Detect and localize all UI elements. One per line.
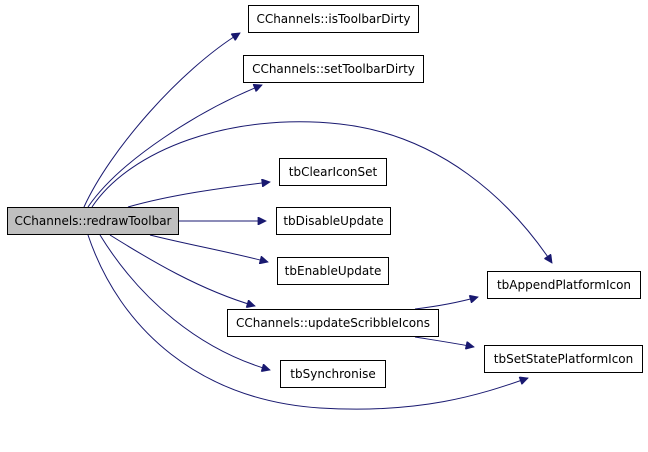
node-redraw-toolbar: CChannels::redrawToolbar xyxy=(7,207,179,235)
node-tb-disable-update[interactable]: tbDisableUpdate xyxy=(276,207,391,235)
edge-redrawToolbar-to-tbAppendPlatformIcon xyxy=(91,121,552,263)
edge-redrawToolbar-to-isToolbarDirty xyxy=(83,33,240,208)
edge-redrawToolbar-to-setToolbarDirty xyxy=(87,85,262,208)
node-set-toolbar-dirty[interactable]: CChannels::setToolbarDirty xyxy=(243,55,424,83)
edge-updateScribbleIcons-to-tbSetStatePlatformIcon xyxy=(414,336,474,347)
node-tb-synchronise[interactable]: tbSynchronise xyxy=(280,360,386,388)
edge-redrawToolbar-to-tbEnableUpdate xyxy=(149,234,268,262)
node-tb-set-state-platform-icon[interactable]: tbSetStatePlatformIcon xyxy=(484,345,643,373)
edge-updateScribbleIcons-to-tbAppendPlatformIcon xyxy=(414,297,478,310)
edge-redrawToolbar-to-tbClearIconSet xyxy=(127,182,270,208)
node-tb-enable-update[interactable]: tbEnableUpdate xyxy=(277,257,389,285)
node-is-toolbar-dirty[interactable]: CChannels::isToolbarDirty xyxy=(248,5,419,33)
edge-redrawToolbar-to-updateScribbleIcons xyxy=(109,234,255,306)
node-update-scribble-icons[interactable]: CChannels::updateScribbleIcons xyxy=(227,309,439,337)
edge-redrawToolbar-to-tbSynchronise xyxy=(99,234,270,370)
edge-redrawToolbar-to-tbSetStatePlatformIcon xyxy=(87,234,528,410)
node-tb-append-platform-icon[interactable]: tbAppendPlatformIcon xyxy=(487,271,641,299)
node-tb-clear-icon-set[interactable]: tbClearIconSet xyxy=(279,158,387,186)
